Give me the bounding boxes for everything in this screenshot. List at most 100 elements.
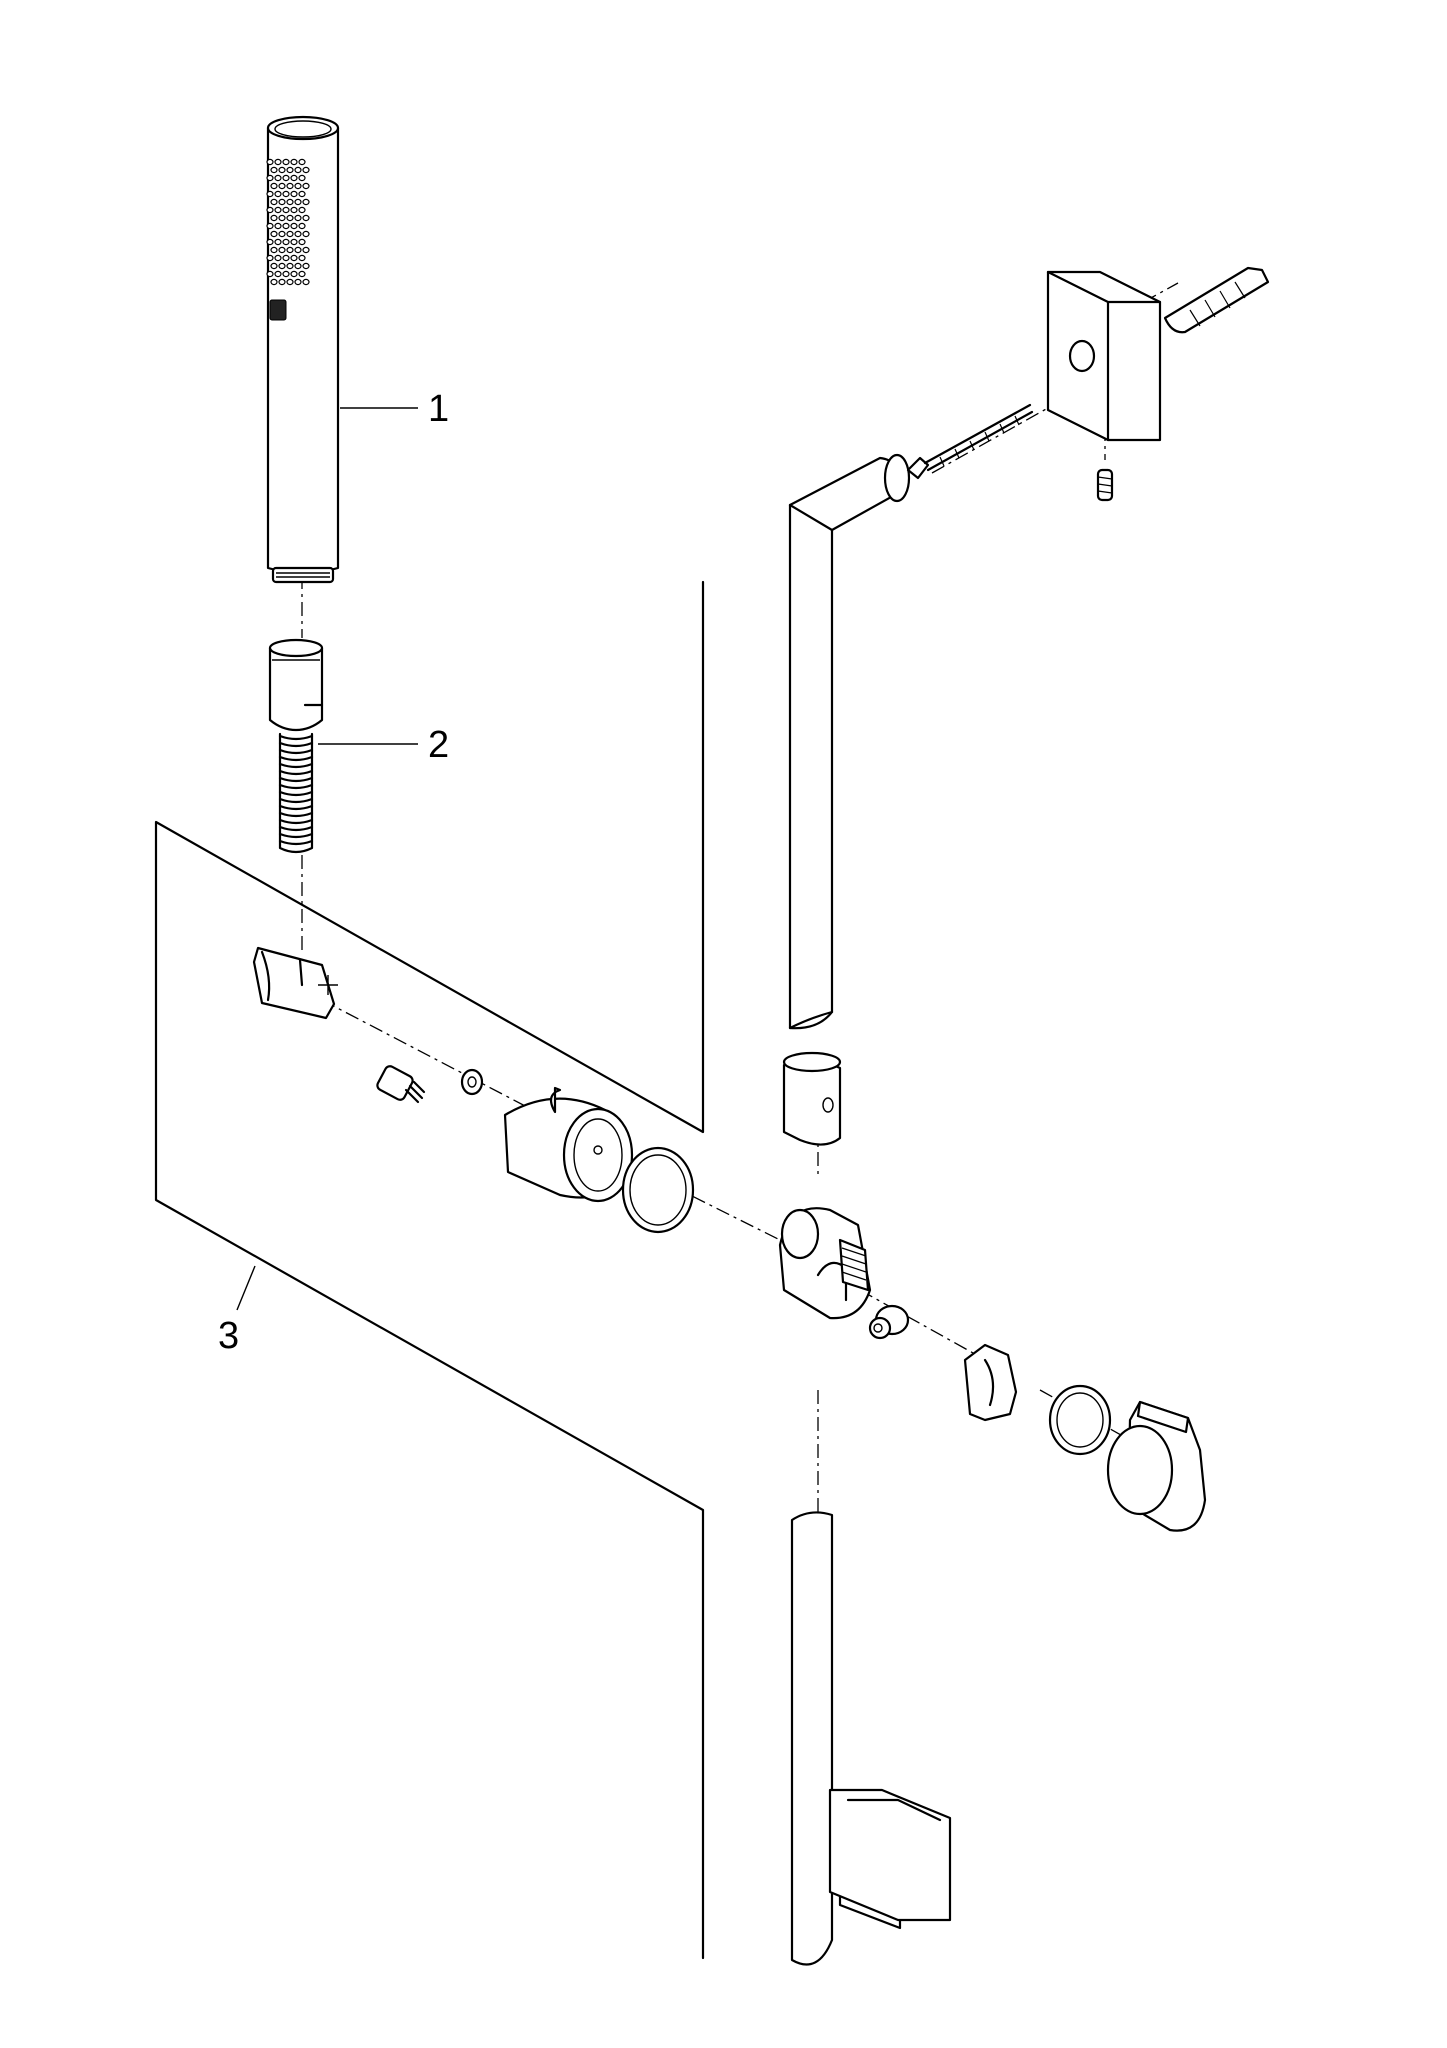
spray-nozzle [286, 198, 294, 206]
spray-nozzle [270, 214, 278, 222]
hose-outline [278, 732, 314, 854]
spray-nozzle [286, 246, 294, 254]
spray-nozzle [298, 222, 306, 230]
spray-nozzle [290, 238, 298, 246]
spray-nozzle [278, 278, 286, 286]
hose-clip [252, 946, 338, 1020]
spray-nozzle [298, 254, 306, 262]
hose-coil [278, 804, 314, 811]
spray-nozzle [274, 222, 282, 230]
callout-3: 3 [218, 1265, 256, 1357]
spray-nozzle [274, 270, 282, 278]
spray-nozzle [290, 190, 298, 198]
spray-nozzle [282, 254, 290, 262]
shower-rail-upper [788, 453, 911, 1030]
callout-label-3: 3 [218, 1315, 239, 1357]
hose-coil [278, 734, 314, 741]
wall-holder-body [503, 1086, 634, 1203]
spray-nozzle [286, 230, 294, 238]
logo-mark [269, 299, 287, 321]
spray-nozzle [266, 270, 274, 278]
spray-nozzle [278, 182, 286, 190]
spray-nozzle [286, 182, 294, 190]
spray-nozzle [302, 182, 310, 190]
spray-nozzle [286, 166, 294, 174]
hand-shower [266, 115, 340, 584]
shower-rail-lower [790, 1511, 952, 1966]
spray-nozzle [302, 214, 310, 222]
spray-nozzle-pattern [266, 158, 310, 286]
spray-nozzle [294, 198, 302, 206]
callout-2: 2 [318, 724, 449, 766]
slider-holder-head [778, 1207, 872, 1320]
spray-nozzle [266, 254, 274, 262]
hose-coil [278, 741, 314, 748]
spray-nozzle [270, 166, 278, 174]
clamp-jaw [963, 1343, 1018, 1422]
spray-nozzle [270, 262, 278, 270]
spray-nozzle [278, 230, 286, 238]
spray-nozzle [278, 214, 286, 222]
spray-nozzle [282, 190, 290, 198]
rotary-knob [1106, 1400, 1207, 1532]
spray-nozzle [298, 238, 306, 246]
spray-nozzle [274, 254, 282, 262]
spray-nozzle [290, 222, 298, 230]
spray-nozzle [294, 230, 302, 238]
grub-screw [1096, 468, 1114, 502]
spray-nozzle [302, 198, 310, 206]
spray-nozzle [290, 206, 298, 214]
hose-coil [278, 811, 314, 818]
spray-nozzle [290, 158, 298, 166]
spray-nozzle [302, 262, 310, 270]
spray-nozzle [302, 246, 310, 254]
spray-nozzle [302, 166, 310, 174]
spray-nozzle [278, 198, 286, 206]
spray-nozzle [294, 278, 302, 286]
spray-nozzle [282, 222, 290, 230]
spray-nozzle [274, 158, 282, 166]
spray-nozzle [282, 270, 290, 278]
threaded-insert [838, 1238, 870, 1292]
hose-coil [278, 783, 314, 790]
spray-nozzle [286, 278, 294, 286]
spray-nozzle [282, 238, 290, 246]
hose-coil [278, 825, 314, 832]
spray-nozzle [270, 230, 278, 238]
spray-nozzle [274, 206, 282, 214]
spray-nozzle [302, 230, 310, 238]
hose-coil [278, 832, 314, 839]
fixing-screw [906, 403, 1034, 480]
hose-coil [278, 762, 314, 769]
spray-nozzle [266, 158, 274, 166]
hose-coil [278, 748, 314, 755]
spray-nozzle [274, 190, 282, 198]
spray-nozzle [278, 166, 286, 174]
kit-boundary-frame [154, 580, 705, 1960]
spray-nozzle [266, 206, 274, 214]
spray-nozzle [274, 174, 282, 182]
hose-coil [278, 839, 314, 846]
spray-nozzle [294, 182, 302, 190]
spray-nozzle [278, 262, 286, 270]
spray-nozzle [286, 214, 294, 222]
large-ring-seal [621, 1146, 695, 1234]
wall-rosette [1046, 270, 1162, 442]
small-ring-seal [1048, 1384, 1112, 1456]
spray-nozzle [298, 270, 306, 278]
assembly-axes [301, 282, 1179, 1518]
spray-nozzle [302, 278, 310, 286]
hose-coils [278, 732, 314, 854]
rail-slider-sleeve [782, 1051, 842, 1146]
spray-nozzle [286, 262, 294, 270]
spray-nozzle [266, 222, 274, 230]
spray-nozzle [298, 174, 306, 182]
callout-1: 1 [340, 388, 449, 430]
hose-coil [278, 790, 314, 797]
spray-nozzle [282, 174, 290, 182]
hose-coil [278, 776, 314, 783]
spray-nozzle [294, 166, 302, 174]
set-screw [376, 1065, 426, 1104]
spray-nozzle [266, 174, 274, 182]
